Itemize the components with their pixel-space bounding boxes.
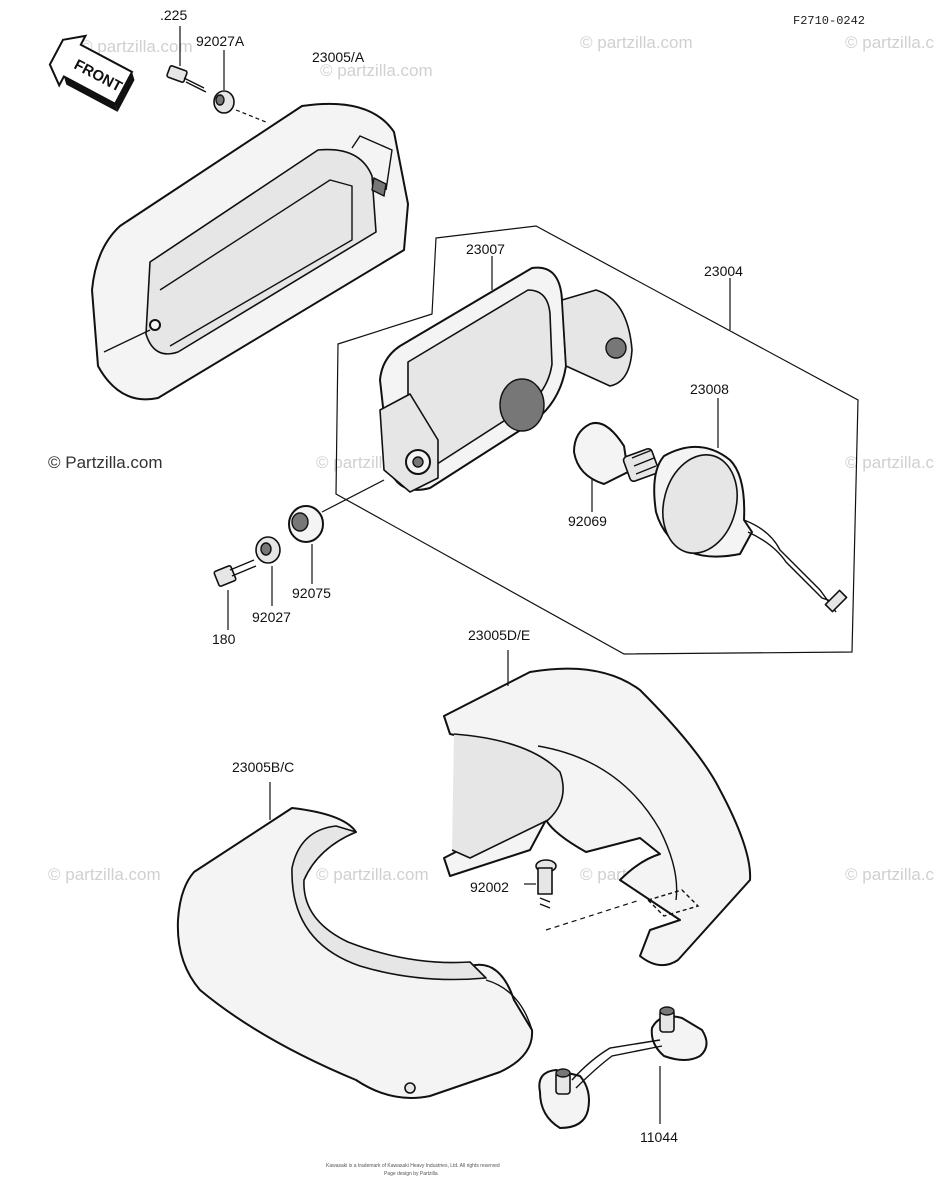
- diagram-code: F2710-0242: [793, 14, 865, 28]
- watermark-4: © partzilla.com: [845, 33, 934, 52]
- watermark-2: © partzilla.com: [320, 61, 433, 80]
- part-labels: .225 92027A 23005/A 23007 23004 23008 92…: [160, 7, 743, 1145]
- label-23007: 23007: [466, 241, 505, 257]
- copyright-line-2: Page design by Partzilla: [384, 1171, 438, 1177]
- assembly-outline-23004: [335, 225, 859, 655]
- label-23005bc: 23005B/C: [232, 759, 294, 775]
- watermark-7: © partzilla.com: [845, 453, 934, 472]
- bracket-11044: [538, 1006, 708, 1129]
- headlight-unit: [379, 256, 633, 493]
- label-180: 180: [212, 631, 236, 647]
- label-92069: 92069: [568, 513, 607, 529]
- watermark-8: © partzilla.com: [48, 865, 161, 884]
- label-92027a: 92027A: [196, 33, 245, 49]
- bolt-180: [213, 559, 257, 630]
- socket-shell-23008: [653, 398, 848, 613]
- label-23005a: 23005/A: [312, 49, 365, 65]
- watermark-3: © partzilla.com: [580, 33, 693, 52]
- screw-225: [166, 26, 207, 93]
- label-11044: 11044: [640, 1129, 678, 1145]
- lower-cover-bc: [176, 782, 534, 1099]
- watermark-1: © partzilla.com: [80, 37, 193, 56]
- collar-92075: [288, 479, 385, 584]
- bulb-92069: [573, 422, 660, 512]
- lower-cover-de: [443, 650, 752, 967]
- label-225: .225: [160, 7, 187, 23]
- label-92002: 92002: [470, 879, 509, 895]
- screw-92002: [524, 859, 641, 931]
- grommet-92027a: [213, 50, 267, 123]
- label-92075: 92075: [292, 585, 331, 601]
- watermark-main: © Partzilla.com: [48, 453, 163, 472]
- headlight-rim: [91, 102, 409, 401]
- watermark-9: © partzilla.com: [316, 865, 429, 884]
- washer-92027: [255, 536, 281, 606]
- front-arrow-tag: FRONT: [48, 34, 135, 112]
- watermark-11: © partzilla.com: [845, 865, 934, 884]
- label-92027: 92027: [252, 609, 291, 625]
- copyright-line-1: Kawasaki is a trademark of Kawasaki Heav…: [326, 1163, 500, 1169]
- label-23008: 23008: [690, 381, 729, 397]
- label-23004: 23004: [704, 263, 743, 279]
- label-23005de: 23005D/E: [468, 627, 530, 643]
